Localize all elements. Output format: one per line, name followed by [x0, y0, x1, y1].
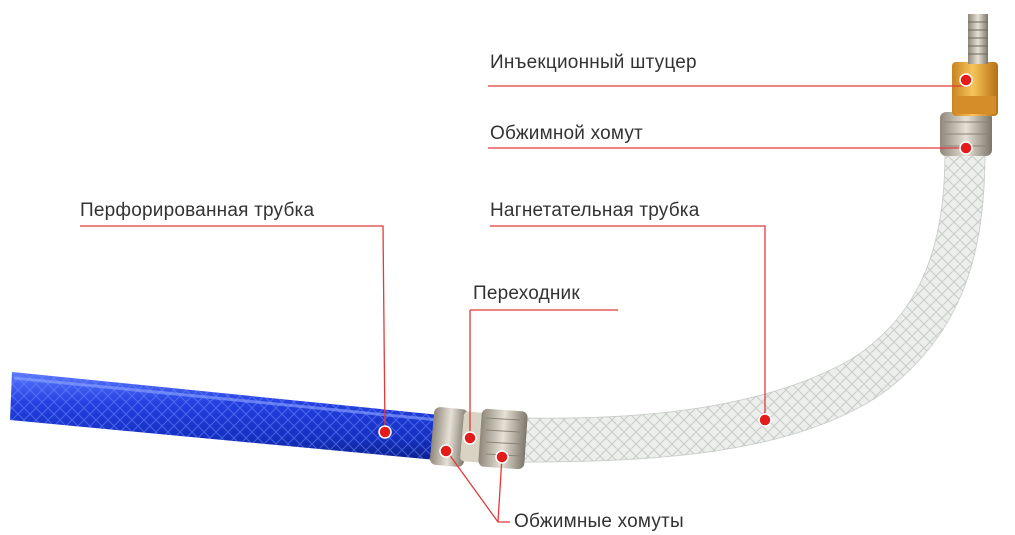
- marker-pressure-tube: [759, 414, 771, 426]
- label-adapter: Переходник: [473, 283, 580, 305]
- label-perforated-tube: Перфорированная трубка: [80, 200, 314, 222]
- label-crimp-clamps: Обжимные хомуты: [514, 511, 684, 533]
- pressure-tube: [520, 150, 985, 462]
- marker-perforated-tube: [379, 426, 391, 438]
- hex-bolt-icon: [968, 14, 988, 64]
- marker-injection-fitting: [960, 74, 972, 86]
- label-injection-fitting: Инъекционный штуцер: [490, 52, 697, 74]
- perforated-tube: [10, 372, 440, 460]
- marker-adapter: [464, 432, 476, 444]
- injection-fitting: [952, 14, 998, 116]
- marker-dots: [379, 74, 972, 463]
- marker-crimp-clamp-right: [496, 451, 508, 463]
- label-crimp-clamp: Обжимной хомут: [490, 123, 643, 145]
- marker-crimp-clamp: [960, 142, 972, 154]
- adapter-assembly: [430, 407, 528, 470]
- marker-crimp-clamp-left: [440, 445, 452, 457]
- label-pressure-tube: Нагнетательная трубка: [490, 200, 699, 222]
